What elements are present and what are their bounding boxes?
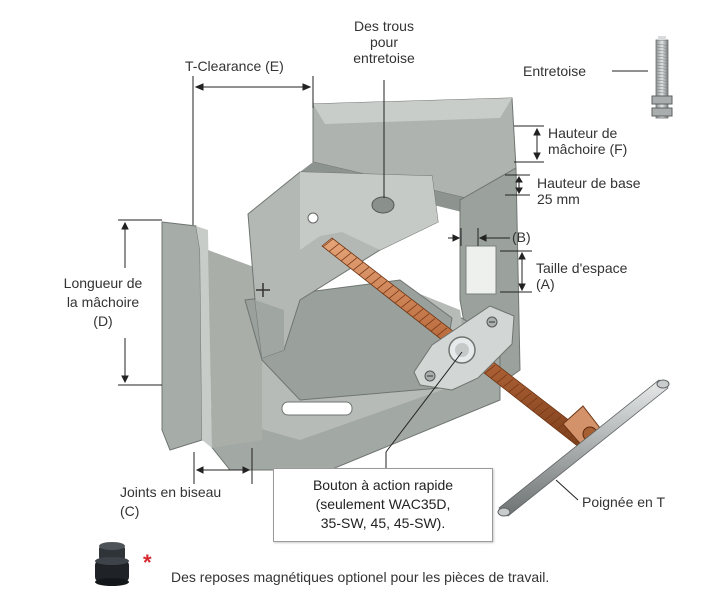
- screw-thread: [346, 257, 358, 267]
- bolt-thread: [655, 79, 669, 82]
- vise-body: [161, 97, 521, 471]
- screw-thread: [508, 383, 520, 393]
- screw-thread: [496, 374, 508, 383]
- bolt-thread: [655, 49, 669, 52]
- screw-thread: [394, 294, 406, 304]
- magnetic-rest-icon: [95, 542, 129, 586]
- bolt-thread: [655, 46, 669, 49]
- screw-thread: [430, 322, 442, 332]
- screw-thread: [526, 397, 538, 407]
- label-taille-espace: Taille d'espace (A): [536, 260, 628, 292]
- screw-thread: [544, 411, 556, 421]
- screw-thread: [370, 276, 382, 285]
- label-hauteur-base: Hauteur de base 25 mm: [537, 175, 641, 207]
- label-joints-biseau: Joints en biseau (C): [120, 484, 222, 519]
- screw-thread: [340, 252, 352, 262]
- screw-thread: [436, 327, 448, 337]
- screw-thread: [382, 285, 394, 295]
- bolt-thread: [655, 52, 669, 55]
- callout-quick-action: Bouton à action rapide (seulement WAC35D…: [273, 468, 493, 542]
- screw-thread: [328, 243, 340, 252]
- screw-thread: [550, 416, 562, 425]
- screw-thread: [364, 271, 376, 281]
- spacer-bolt: [651, 36, 673, 119]
- screw-thread: [400, 299, 412, 309]
- label-poignee: Poignée en T: [582, 494, 666, 510]
- screw-thread: [388, 290, 400, 299]
- dimension-lines: [118, 70, 648, 501]
- quick-action-button: [413, 305, 515, 391]
- bolt-thread: [655, 55, 669, 58]
- left-jaw: [161, 221, 203, 451]
- bolt-thread: [655, 58, 669, 61]
- bolt-thread: [655, 76, 669, 79]
- label-entretoise: Entretoise: [523, 63, 587, 79]
- footnote-marker: *: [143, 550, 152, 575]
- screw-thread: [514, 388, 526, 397]
- screw-thread: [352, 262, 364, 271]
- bolt-thread: [655, 61, 669, 64]
- screw-thread: [502, 378, 514, 388]
- screw-thread: [322, 238, 334, 248]
- label-des-trous: Des trous pour entretoise: [353, 18, 415, 66]
- label-t-clearance: T-Clearance (E): [185, 58, 284, 74]
- screw-thread: [358, 266, 370, 276]
- footnote-text: Des reposes magnétiques optionel pour le…: [171, 569, 550, 585]
- bolt-thread: [655, 73, 669, 76]
- bolt-thread: [655, 43, 669, 46]
- bolt-thread: [655, 85, 669, 88]
- bolt-thread: [655, 70, 669, 73]
- screw-thread: [334, 248, 346, 257]
- screw-thread: [406, 304, 418, 313]
- screw-thread: [538, 406, 550, 416]
- screw-thread: [484, 364, 496, 374]
- bolt-thread: [655, 91, 669, 94]
- screw-thread: [376, 280, 388, 290]
- bolt-thread: [655, 88, 669, 91]
- bolt-thread: [655, 67, 669, 70]
- label-hauteur-machoire: Hauteur de mâchoire (F): [548, 125, 628, 157]
- screw-thread: [424, 318, 436, 327]
- bolt-thread: [655, 82, 669, 85]
- label-longueur-machoire: Longueur de la mâchoire (D): [63, 275, 143, 329]
- t-handle: [497, 379, 670, 517]
- screw-thread: [532, 402, 544, 411]
- screw-thread: [412, 308, 424, 318]
- screw-thread: [490, 369, 502, 379]
- spacer-hole: [371, 196, 395, 214]
- label-b: (B): [512, 229, 531, 245]
- bolt-thread: [655, 64, 669, 67]
- screw-thread: [418, 313, 430, 323]
- screw-thread: [520, 392, 532, 402]
